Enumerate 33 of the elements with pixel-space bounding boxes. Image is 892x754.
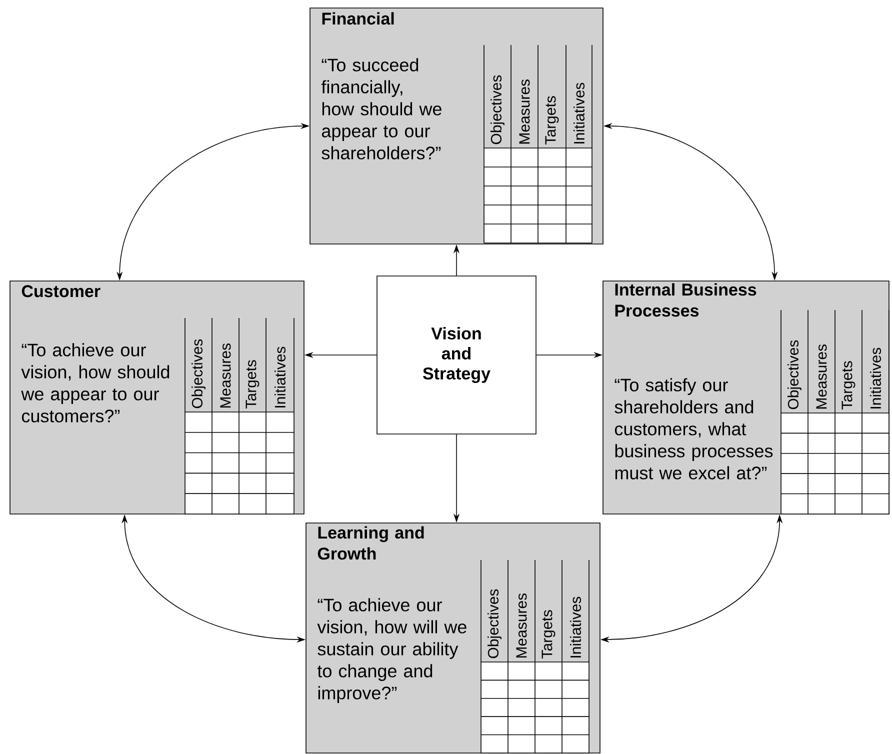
scorecard-table: Objectives Measures Targets Initiatives (480, 560, 590, 754)
question-text: “To achieve our vision, how will we sustain our ability to change and improve?” (317, 598, 466, 703)
node-label: Measures (519, 79, 530, 144)
vision-box: Vision and Strategy (376, 276, 536, 434)
node-label: Initiatives (870, 348, 882, 408)
node-label: Objectives (788, 340, 802, 410)
card-heading: Financial (322, 12, 394, 25)
question-text: “To satisfy our shareholders and customers, what business processes must we excel at?” (614, 378, 773, 480)
node-label: Measures (816, 344, 827, 409)
node-label: Objectives (192, 339, 206, 408)
node-label: Targets (542, 610, 556, 658)
scorecard-table: Objectives Measures Targets Initiatives (184, 318, 294, 514)
card-heading: Customer (22, 285, 100, 298)
scorecard-table: Objectives Measures Targets Initiatives (484, 44, 592, 244)
node-label: Targets (246, 360, 260, 408)
perspective-box (310, 8, 604, 244)
perspective-box (306, 522, 600, 754)
scorecard-table: Objectives Measures Targets Initiatives (780, 310, 890, 514)
question-text: “To succeed financially, how should we appear to our shareholders?” (321, 58, 442, 160)
card-heading: Learning and Growth (318, 526, 424, 560)
perspective-box (10, 280, 304, 514)
node-label: Objectives (490, 75, 504, 144)
node-label: Initiatives (274, 346, 286, 408)
node-label: Measures (220, 343, 231, 408)
question-text: “To achieve our vision, how should we appear to our customers?” (21, 343, 170, 422)
node-label: Initiatives (570, 596, 582, 658)
node-label: Targets (545, 96, 559, 144)
card-heading: Internal Business Processes (615, 283, 756, 317)
node-label: Targets (842, 361, 856, 410)
perspective-box (602, 280, 890, 514)
node-label: Objectives (488, 589, 502, 658)
node-label: Initiatives (573, 82, 585, 144)
node-label: Measures (516, 593, 527, 658)
